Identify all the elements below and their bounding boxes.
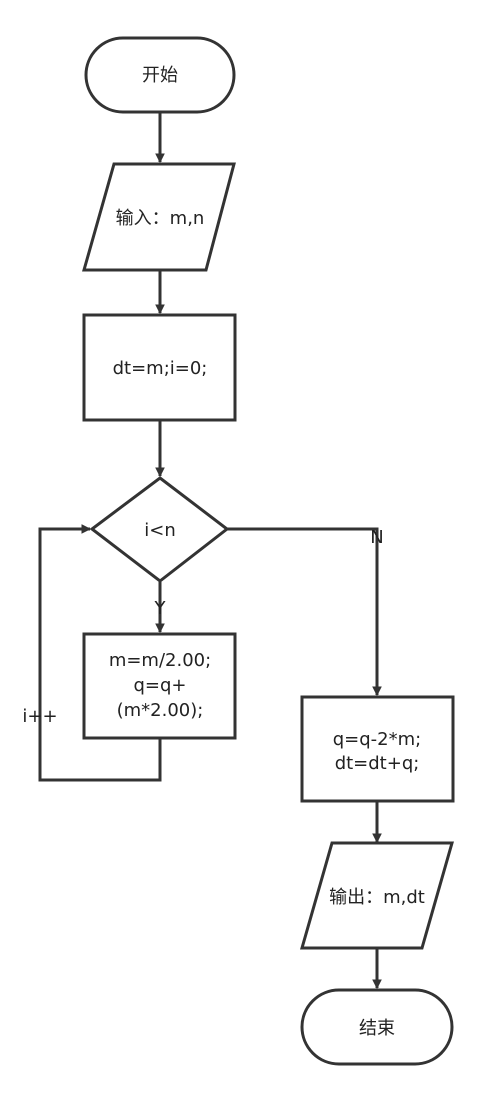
- edge-label-no: N: [370, 527, 383, 548]
- node-start-text: 开始: [142, 65, 178, 86]
- node-calc-line-2: dt=dt+q;: [335, 753, 420, 774]
- edge-cond-to-calc: [227, 527, 377, 695]
- edges: [38, 112, 377, 988]
- edge-label-yes: Y: [154, 598, 167, 619]
- node-input: 输入：m,n: [82, 162, 236, 272]
- node-calc: q=q-2*m; dt=dt+q;: [300, 695, 455, 803]
- node-output-text: 输出：m,dt: [329, 887, 425, 908]
- node-loop-body-line-2: q=q+: [133, 675, 186, 696]
- node-output: 输出：m,dt: [300, 841, 454, 950]
- node-loop-body: m=m/2.00; q=q+ (m*2.00);: [82, 632, 237, 740]
- node-init: dt=m;i=0;: [82, 313, 237, 422]
- node-end-text: 结束: [359, 1018, 395, 1039]
- node-input-text: 输入：m,n: [116, 208, 205, 229]
- node-condition-text: i<n: [144, 520, 176, 541]
- node-init-text: dt=m;i=0;: [113, 358, 208, 379]
- node-loop-body-line-1: m=m/2.00;: [109, 650, 211, 671]
- node-condition: i<n: [89, 476, 230, 583]
- edge-label-increment: i++: [22, 706, 57, 727]
- edge-body-to-cond-loop: [38, 529, 162, 782]
- node-start: 开始: [84, 36, 236, 114]
- node-end: 结束: [300, 988, 454, 1066]
- node-loop-body-line-3: (m*2.00);: [117, 700, 204, 721]
- node-calc-line-1: q=q-2*m;: [333, 729, 421, 750]
